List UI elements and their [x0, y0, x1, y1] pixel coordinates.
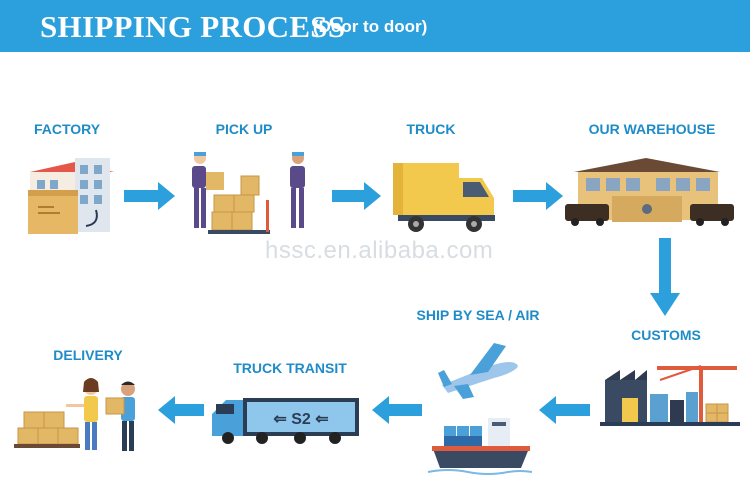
- page-title: SHIPPING PROCESS: [40, 9, 346, 44]
- step-label-transit: TRUCK TRANSIT: [233, 360, 347, 376]
- arrow-transit-to-delivery: [158, 396, 204, 424]
- step-label-delivery: DELIVERY: [53, 347, 123, 363]
- workers-pallet-icon: [192, 152, 305, 234]
- plane-ship-icon: [427, 343, 533, 475]
- page-subtitle: (Door to door): [313, 17, 428, 36]
- arrow-pickup-to-truck: [332, 182, 381, 210]
- step-label-pickup: PICK UP: [215, 121, 273, 137]
- step-label-customs: CUSTOMS: [631, 327, 701, 343]
- arrow-customs-to-ship: [539, 396, 590, 424]
- watermark-text: hssc.en.alibaba.com: [265, 237, 494, 264]
- semi-truck-icon: ⇐ S2 ⇐: [212, 398, 359, 444]
- port-crane-icon: [600, 365, 740, 426]
- step-label-warehouse: OUR WAREHOUSE: [588, 121, 716, 137]
- svg-text:⇐ S2 ⇐: ⇐ S2 ⇐: [273, 411, 328, 428]
- delivery-people-icon: [14, 378, 135, 451]
- arrow-factory-to-pickup: [124, 182, 175, 210]
- header-banner: SHIPPING PROCESS (Door to door): [0, 0, 750, 52]
- step-label-ship: SHIP BY SEA / AIR: [416, 307, 540, 323]
- warehouse-icon: [565, 158, 734, 226]
- arrow-warehouse-to-customs: [650, 238, 680, 316]
- factory-icon: [28, 158, 114, 234]
- arrow-truck-to-warehouse: [513, 182, 563, 210]
- arrow-ship-to-transit: [372, 396, 422, 424]
- step-label-truck: TRUCK: [406, 121, 456, 137]
- step-label-factory: FACTORY: [33, 121, 101, 137]
- truck-icon: [393, 163, 495, 232]
